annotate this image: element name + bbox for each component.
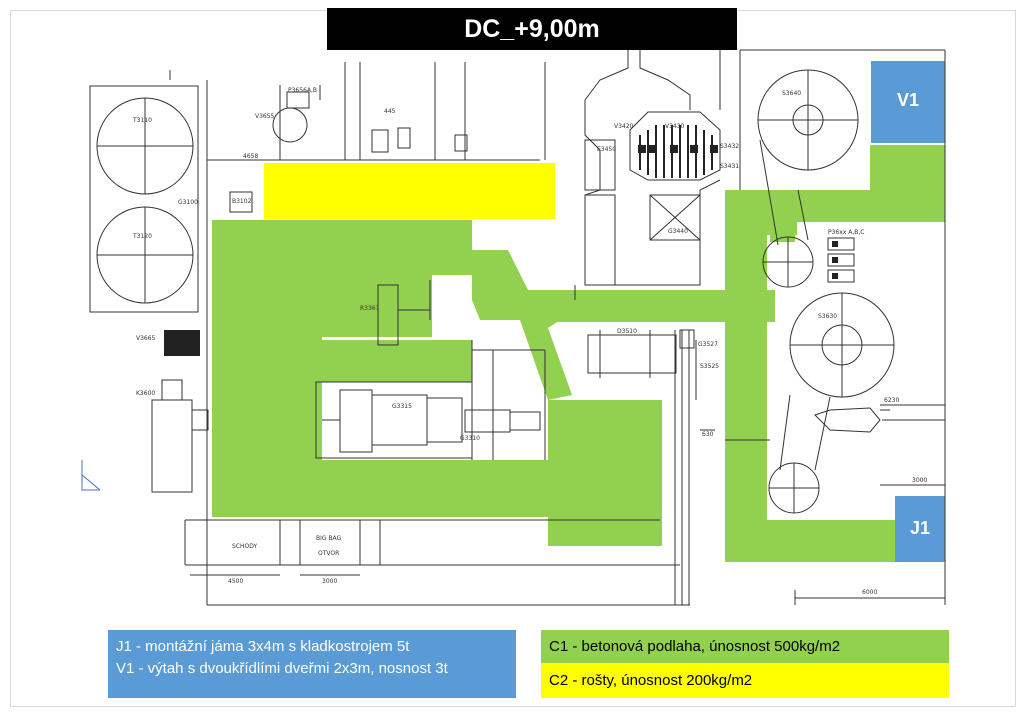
label-s3640: S3640: [782, 90, 801, 97]
v1-label: V1: [896, 90, 920, 110]
v1-elevator-zone: [871, 61, 945, 143]
filter-nozzles: [638, 145, 838, 279]
equipment-labels: T3110 T3120 G3100 B3102 V3665 K3600 R336…: [132, 87, 927, 596]
label-v3430: V3430: [665, 123, 685, 130]
label-schody: SCHODY: [232, 543, 258, 550]
label-g3100: G3100: [178, 199, 198, 206]
dim-6230: 6230: [884, 397, 899, 404]
legend-v1-text: V1 - výtah s dvoukřídlími dveřmi 2x3m, n…: [116, 660, 448, 677]
legend-j1-v1: J1 - montážní jáma 3x4m s kladkostrojem …: [108, 630, 516, 698]
label-g3527: G3527: [698, 341, 718, 348]
label-v3655: V3655: [255, 113, 275, 120]
label-p3656: P3656A,B: [288, 87, 317, 94]
label-s3630: S3630: [818, 313, 837, 320]
label-s3431: S3431: [720, 163, 739, 170]
legend-c2-text: C2 - rošty, únosnost 200kg/m2: [549, 672, 753, 689]
label-k3600: K3600: [136, 390, 155, 397]
label-e3450: E3450: [597, 146, 616, 153]
dim-3000: 3000: [322, 578, 337, 585]
label-g3310: G3310: [460, 435, 480, 442]
label-bigbag: BIG BAG: [316, 535, 342, 542]
cad-linework: [81, 49, 946, 606]
label-v3420: V3420: [614, 123, 634, 130]
label-g3440: G3440: [668, 228, 688, 235]
page-title: DC_+9,00m: [327, 8, 737, 50]
label-d3510: D3510: [617, 328, 637, 335]
dim-6000: 6000: [862, 589, 877, 596]
j1-label: J1: [909, 518, 931, 538]
label-s3525: S3525: [700, 363, 719, 370]
label-t3110: T3110: [132, 117, 152, 124]
v3665-block: [164, 330, 200, 356]
legend-c1: C1 - betonová podlaha, únosnost 500kg/m2: [541, 630, 949, 663]
dim-3000b: 3000: [912, 477, 927, 484]
label-b3102: B3102: [232, 198, 252, 205]
dim-4658: 4658: [243, 153, 258, 160]
legend-c2: C2 - rošty, únosnost 200kg/m2: [541, 663, 949, 698]
dim-4500: 4500: [228, 578, 243, 585]
legend-j1-text: J1 - montážní jáma 3x4m s kladkostrojem …: [116, 638, 410, 655]
label-p36xx: P36xx A,B,C: [828, 229, 865, 236]
label-s3432: S3432: [720, 143, 739, 150]
dim-445: 445: [384, 108, 396, 115]
c2-grating-zone: [264, 163, 555, 219]
legend-c1-text: C1 - betonová podlaha, únosnost 500kg/m2: [549, 638, 841, 655]
label-r3361: R3361: [360, 305, 380, 312]
label-v3665: V3665: [136, 335, 156, 342]
label-otvor: OTVOR: [318, 550, 339, 557]
dim-630: 630: [702, 431, 714, 438]
j1-assembly-pit-zone: [895, 496, 945, 562]
label-t3120: T3120: [132, 233, 152, 240]
label-g3315: G3315: [392, 403, 412, 410]
